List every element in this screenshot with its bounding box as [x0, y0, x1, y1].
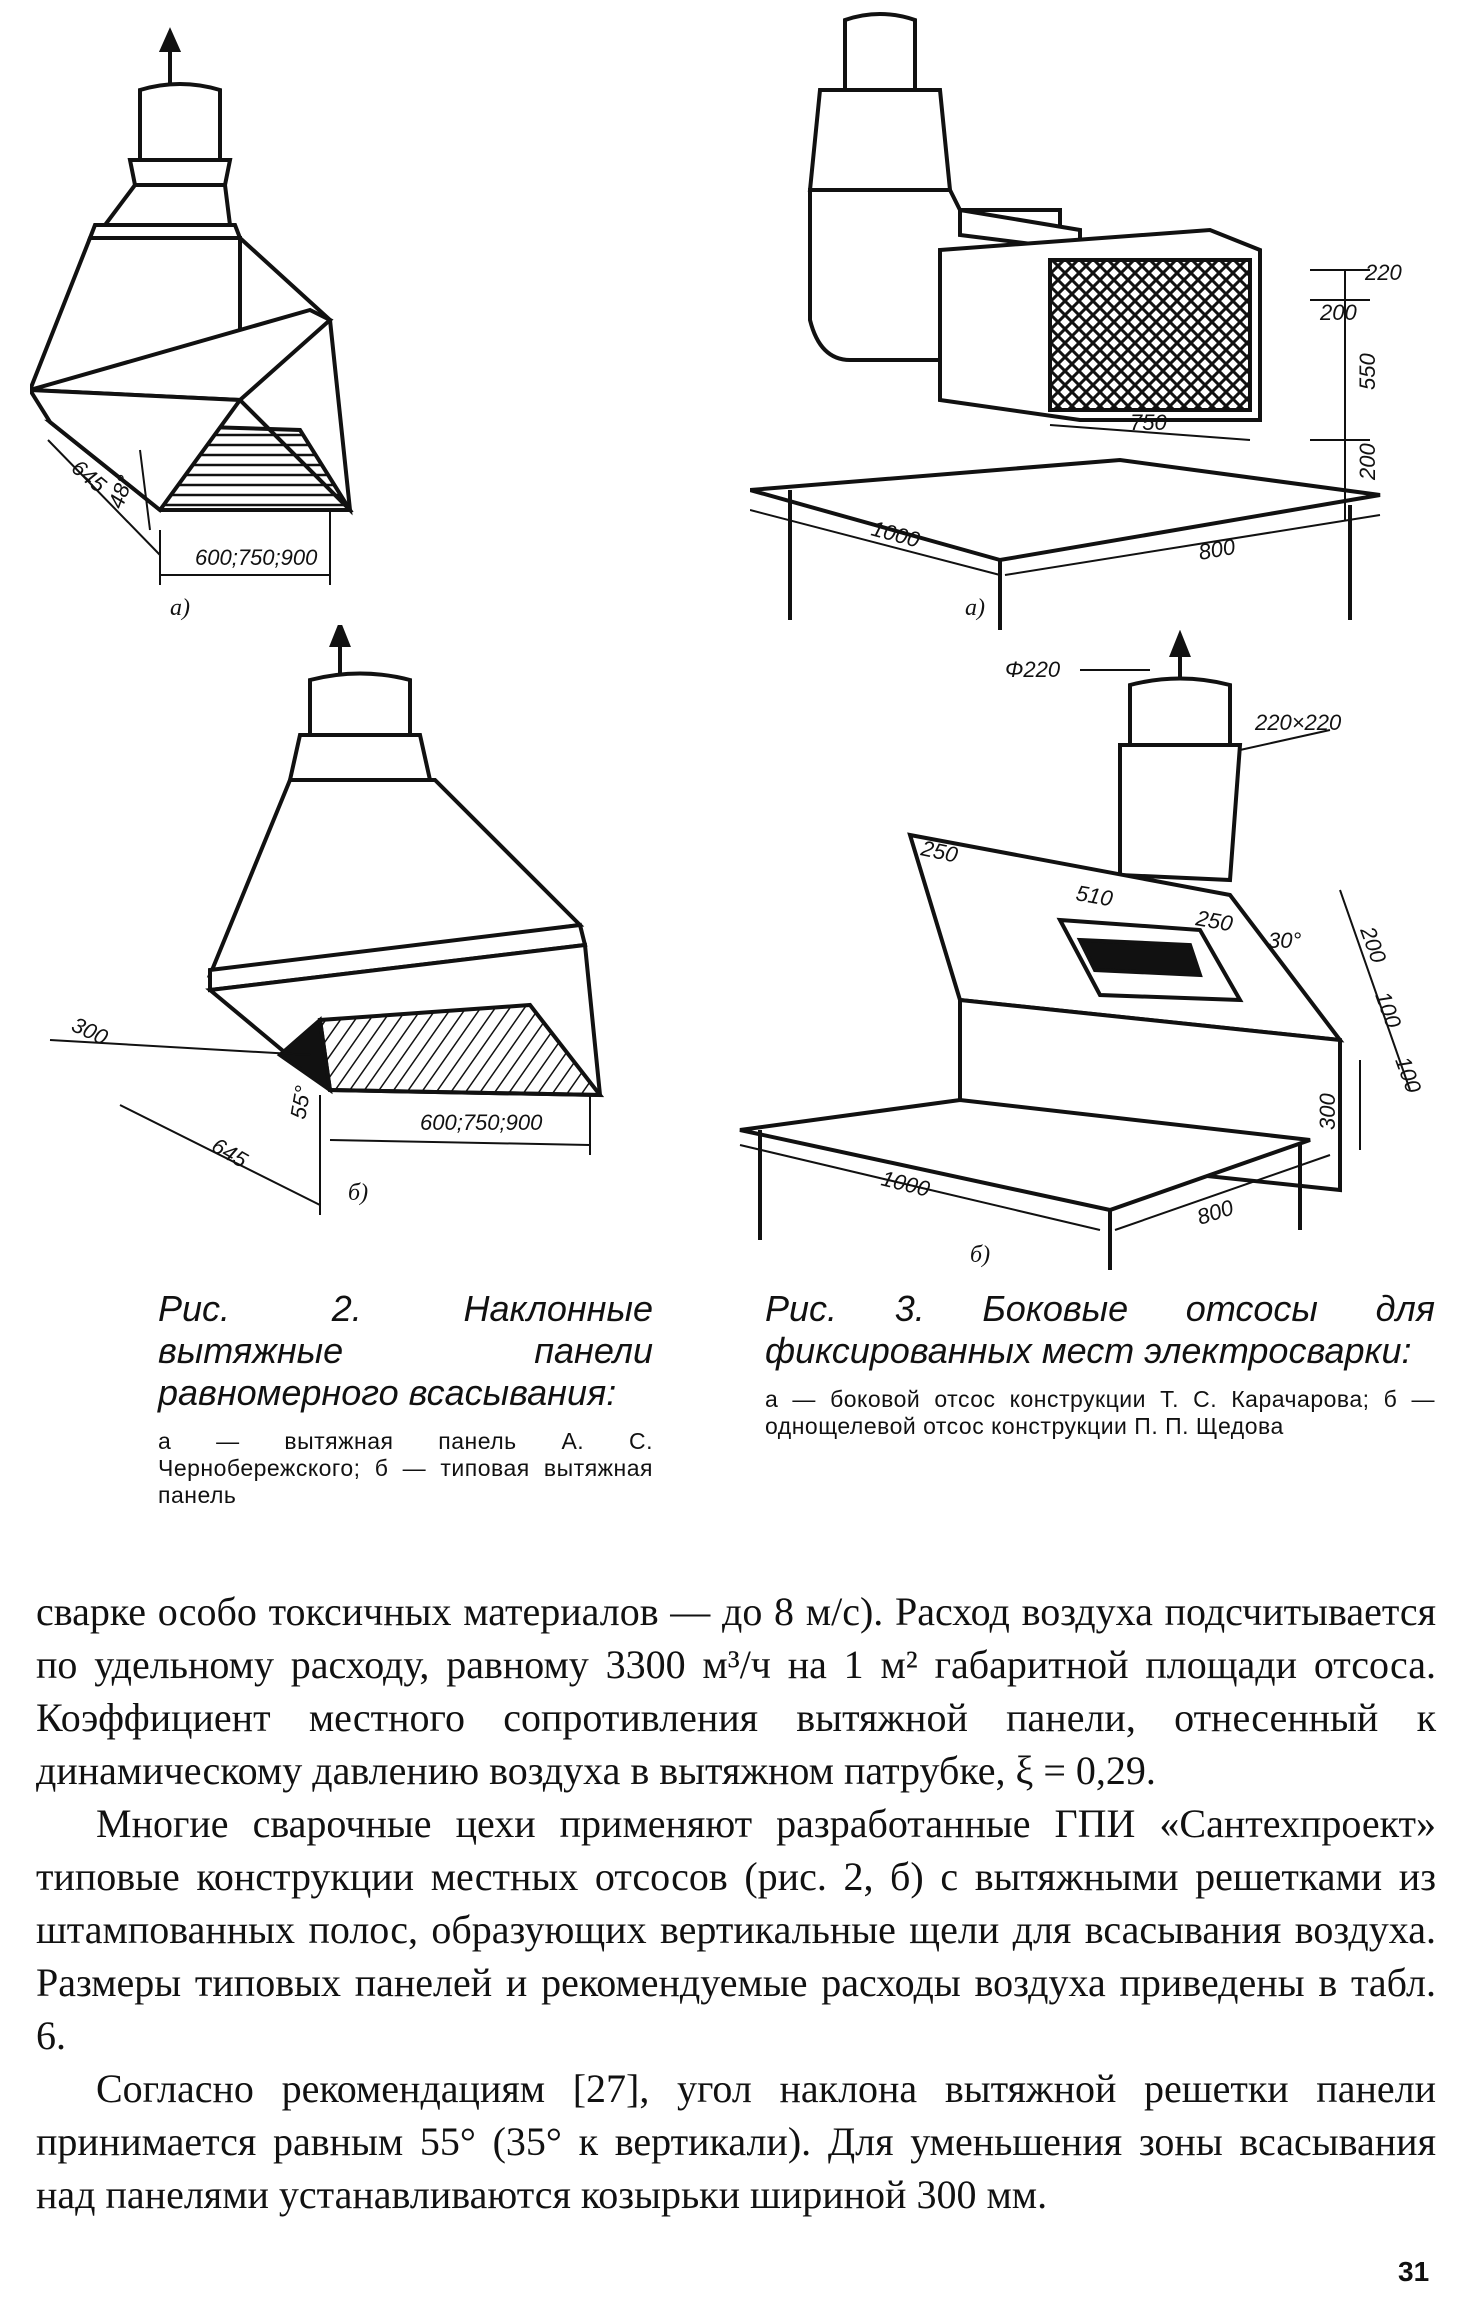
dim-width: 600;750;900 [195, 545, 318, 570]
paragraph: Многие сварочные цехи применяют разработ… [36, 1801, 1436, 2058]
dim-300: 300 [1315, 1093, 1340, 1130]
dim-100-b: 100 [1390, 1053, 1426, 1097]
hood-body [205, 625, 605, 1098]
dim-200-bottom: 200 [1355, 443, 1380, 481]
dim-30deg: 30° [1268, 928, 1301, 953]
caption-description: а — боковой отсос конструкции Т. С. Кара… [765, 1386, 1435, 1439]
hood-body [30, 27, 354, 516]
dimension-lines [49, 1039, 591, 1215]
page-number: 31 [1398, 2256, 1430, 2287]
figure-2a: 645 48° 600;750;900 а) [30, 10, 510, 630]
figure-3a: 220 200 550 200 750 1000 800 а) [750, 0, 1430, 640]
dimension-lines [47, 439, 331, 585]
dim-550: 550 [1355, 353, 1380, 390]
dim-200: 200 [1355, 922, 1392, 967]
caption-description: а — вытяжная панель А. С. Чернобережског… [158, 1428, 653, 1508]
dim-100-a: 100 [1370, 988, 1406, 1032]
table [750, 457, 1381, 630]
subfigure-label: а) [965, 595, 985, 621]
caption-title: Рис. 3. Боковые отсосы для фиксированных… [765, 1288, 1435, 1371]
exhaust-body [807, 12, 1262, 422]
subfigure-label: б) [970, 1242, 990, 1268]
dim-750: 750 [1130, 410, 1167, 435]
subfigure-label: а) [170, 595, 190, 621]
dim-width: 600;750;900 [420, 1110, 543, 1135]
figure-2-caption: Рис. 2. Наклонные вытяжные панели равном… [158, 1288, 653, 1509]
paragraph: сварке особо токсичных материалов — до 8… [36, 1589, 1436, 1793]
table [739, 1097, 1311, 1270]
paragraph: Согласно рекомендациям [27], угол наклон… [36, 2066, 1436, 2217]
caption-title: Рис. 2. Наклонные вытяжные панели равном… [158, 1288, 653, 1413]
dimension-lines [750, 269, 1381, 576]
dim-angle: 55° [285, 1084, 315, 1121]
figure-2b: 300 645 55° 600;750;900 б) [30, 625, 630, 1225]
body-text: сварке особо токсичных материалов — до 8… [36, 1585, 1436, 2221]
subfigure-label: б) [348, 1180, 368, 1206]
dim-diameter: Φ220 [1005, 657, 1061, 682]
dim-800: 800 [1197, 534, 1238, 565]
dimension-lines [739, 669, 1411, 1231]
dim-220: 220 [1364, 260, 1402, 285]
figure-3-caption: Рис. 3. Боковые отсосы для фиксированных… [765, 1288, 1435, 1440]
exhaust-body [907, 630, 1345, 1193]
figure-3b: Φ220 220×220 250 510 250 30° 200 100 100… [720, 630, 1440, 1270]
dim-section: 220×220 [1254, 710, 1342, 735]
dim-300: 300 [68, 1012, 113, 1050]
dim-200-top: 200 [1319, 300, 1357, 325]
